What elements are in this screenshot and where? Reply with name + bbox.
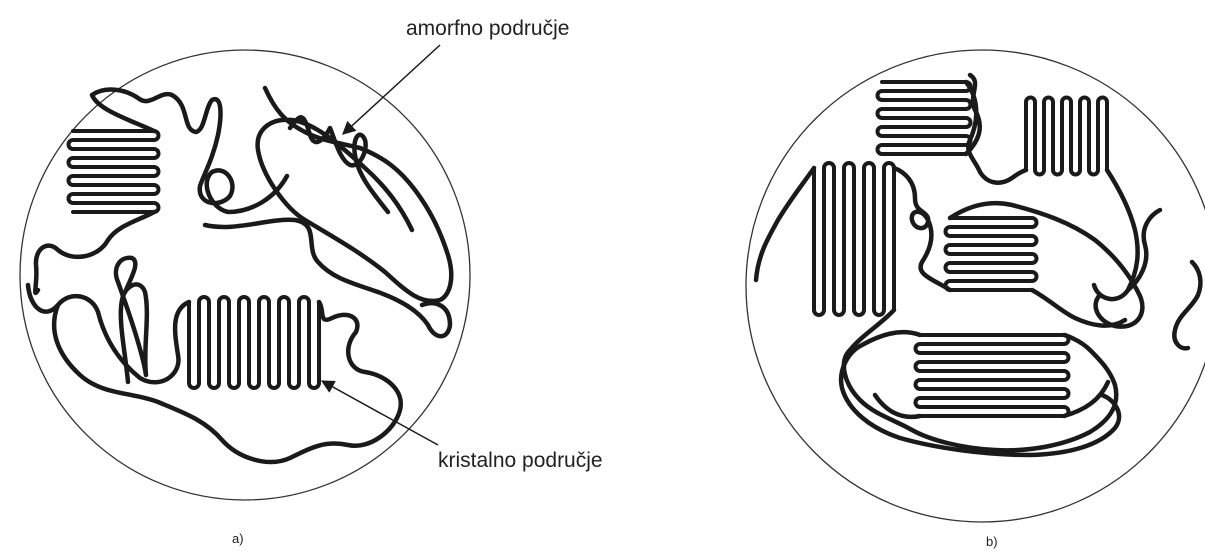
callout-arrow-amorphous <box>343 45 440 134</box>
panel-label-a: a) <box>232 531 244 546</box>
crystal-lamella-b-right <box>1026 98 1107 175</box>
crystal-lamella-b-bottom <box>916 335 1069 416</box>
amorphous-chain-b-right-loop <box>950 170 1142 327</box>
amorphous-chain-b-top <box>966 75 1026 183</box>
crystal-lamella-b-top <box>878 82 971 154</box>
panel-label-b: b) <box>986 534 998 549</box>
label-amorphous: amorfno područje <box>406 17 569 40</box>
amorphous-chain-a-left-hairpin <box>116 258 147 382</box>
amorphous-chain-b-center-knot <box>894 168 950 290</box>
amorphous-chain-a-loop-right <box>258 88 452 301</box>
panel-a-boundary <box>20 50 470 500</box>
amorphous-chain-b-left <box>756 168 814 280</box>
crystal-lamella-a-horizontal <box>69 131 159 212</box>
panel-b: b) <box>746 50 1205 549</box>
crystal-lamella-a-vertical <box>189 297 319 388</box>
label-crystalline: kristalno područje <box>438 449 603 472</box>
amorphous-chain-b-edge-far-right <box>1174 262 1200 348</box>
panel-a: amorfno područje kristalno područje a) <box>20 17 603 546</box>
amorphous-chain-a-left-tail <box>35 212 154 293</box>
amorphous-chain-a-bottom <box>28 285 401 462</box>
crystal-lamella-b-center <box>946 218 1037 290</box>
crystal-lamella-b-left <box>814 163 894 315</box>
